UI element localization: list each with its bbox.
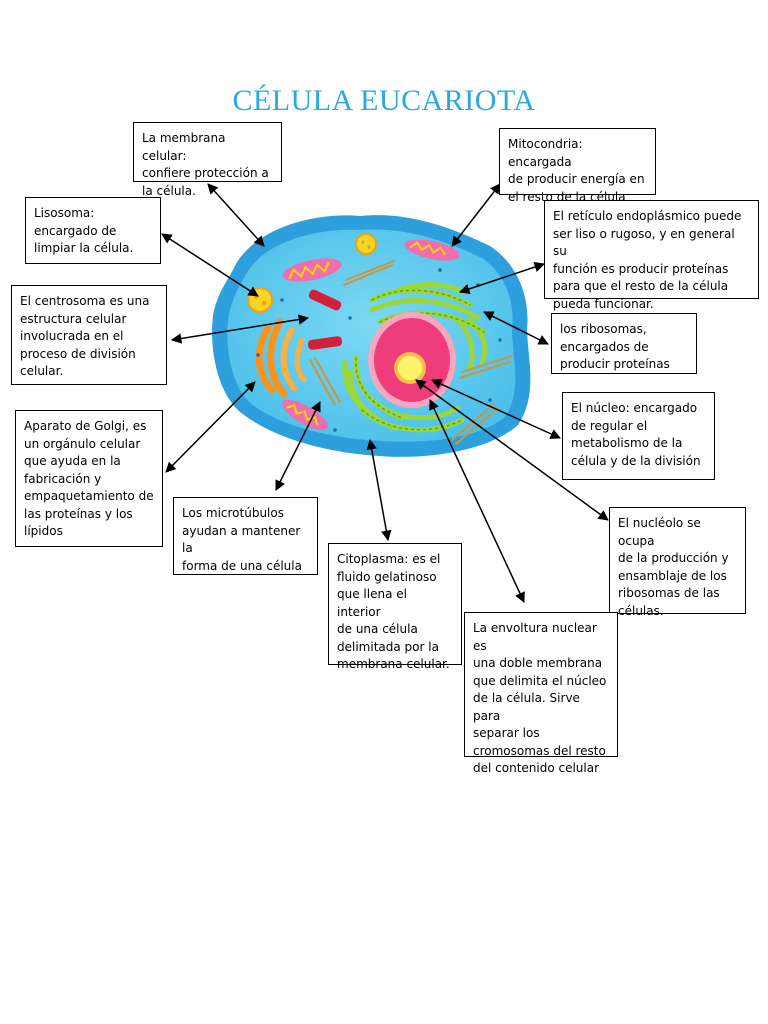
mitochondrion — [282, 258, 342, 282]
nucleolus — [394, 352, 426, 384]
label-citoplasma: Citoplasma: es el fluido gelatinoso que … — [328, 543, 462, 671]
label-ribosomas: los ribosomas, encargados de producir pr… — [551, 313, 697, 374]
label-reticulo: El retículo endoplásmico puede ser liso … — [544, 200, 759, 311]
page-title: CÉLULA EUCARIOTA — [232, 84, 536, 117]
label-envoltura: La envoltura nuclear es una doble membra… — [464, 612, 618, 775]
lysosome — [355, 233, 377, 255]
label-golgi: Aparato de Golgi, es un orgánulo celular… — [15, 410, 163, 547]
leader-arrows — [161, 183, 609, 603]
mitochondrion — [404, 239, 460, 261]
label-lisosoma: Lisosoma: encargado de limpiar la célula… — [25, 197, 161, 264]
label-membrana: La membrana celular: confiere protección… — [133, 122, 282, 198]
label-microtubulos: Los microtúbulos ayudan a mantener la fo… — [173, 497, 318, 575]
centrosome — [307, 289, 343, 350]
label-mitocondria: Mitocondria: encargada de producir energ… — [499, 128, 656, 204]
label-nucleo: El núcleo: encargado de regular el metab… — [562, 392, 715, 480]
label-nucleolo: El nucléolo se ocupa de la producción y … — [609, 507, 746, 618]
label-centrosoma: El centrosoma es una estructura celular … — [11, 285, 167, 385]
